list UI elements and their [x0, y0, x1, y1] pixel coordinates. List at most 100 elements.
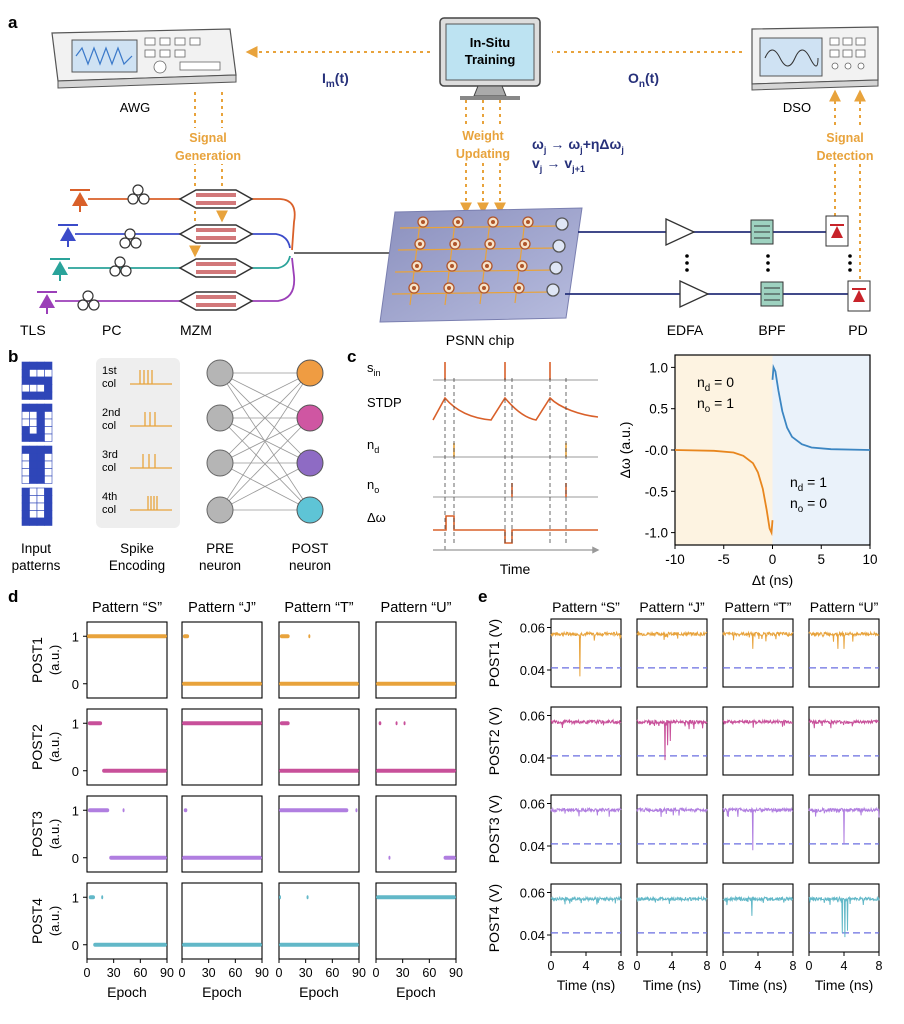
panel-e: e Pattern “S”Pattern “J”Pattern “T”Patte… [478, 587, 883, 993]
y-tick-label: 0.06 [520, 797, 545, 812]
timing-row-label-main: s [367, 360, 374, 375]
pattern-pixel [44, 361, 53, 370]
voltage-trace [550, 718, 622, 729]
subplot-frame [808, 883, 880, 953]
pc-label: PC [102, 322, 121, 338]
photodiode-icon [825, 215, 871, 312]
annotation-text: nd = 0 [697, 374, 734, 394]
subplot-frame [375, 882, 457, 960]
annotation-text-main: n [697, 395, 705, 411]
pattern-pixel [44, 403, 53, 412]
pattern-pixel [21, 475, 30, 484]
x-axis-label: Time (ns) [557, 977, 616, 993]
pattern-pixel [36, 475, 45, 484]
column-title: Pattern “T” [725, 599, 792, 615]
pattern-pixel [44, 495, 53, 504]
subplot-frame [636, 883, 708, 953]
voltage-trace [636, 895, 708, 904]
epoch-points [403, 721, 406, 726]
voltage-trace [722, 630, 794, 649]
spike-col-label: col [102, 378, 116, 390]
annotation-text-main: n [697, 374, 705, 390]
pattern-pixel [36, 502, 45, 511]
subplot-frame [808, 618, 880, 688]
pattern-pixel [29, 403, 38, 412]
pattern-pixel [21, 460, 30, 469]
pattern-pixel [21, 369, 30, 378]
x-axis-label: Epoch [396, 984, 436, 1000]
x-axis-label: Epoch [107, 984, 147, 1000]
synapse-connection [219, 417, 311, 464]
panel-b-caption: neuron [199, 558, 241, 573]
panel-d-letter: d [8, 587, 18, 606]
post-neuron-circle-icon [296, 359, 324, 387]
subplot-frame [550, 706, 622, 776]
x-tick-label: 4 [583, 959, 590, 973]
annotation-text: no = 0 [790, 495, 827, 515]
pattern-pixel [29, 369, 38, 378]
pattern-pixel [36, 495, 45, 504]
epoch-points [376, 768, 456, 773]
epoch-points [87, 808, 110, 813]
pattern-pixel [44, 445, 53, 454]
panel-b-caption: Input [21, 541, 51, 556]
signal-generation-label-2: Generation [175, 149, 241, 163]
pattern-pixel [29, 411, 38, 420]
microring-core [488, 242, 492, 246]
output-ring-icon [549, 261, 563, 275]
subplot-frame [808, 706, 880, 776]
output-ring-icon [555, 217, 569, 231]
synapse-connection [219, 372, 311, 464]
pattern-pixel [21, 418, 30, 427]
pre-neuron-circle-icon [206, 359, 234, 387]
x-axis-label: Time (ns) [643, 977, 702, 993]
epoch-points [395, 721, 398, 726]
epoch-points [355, 808, 358, 813]
x-tick-label: 5 [817, 552, 825, 567]
annotation-text-main: n [790, 474, 798, 490]
annotation-text: nd = 1 [790, 474, 827, 494]
pattern-pixel [29, 510, 38, 519]
output-ring-icon [546, 283, 560, 297]
timing-row-label-sub: d [374, 445, 379, 455]
epoch-points [376, 681, 456, 686]
microring-core [453, 242, 457, 246]
voltage-trace [550, 806, 622, 817]
epoch-scatter-grid: Pattern “S”Pattern “J”Pattern “T”Pattern… [29, 600, 463, 1000]
x-tick-label: 30 [396, 966, 410, 980]
stdp-trace [432, 396, 599, 421]
epoch-points [279, 768, 359, 773]
synapse-connection [219, 417, 311, 511]
epoch-points [101, 895, 104, 900]
subplot-frame [278, 882, 360, 960]
spike-col-label: 2nd [102, 407, 120, 419]
pattern-pixel [29, 495, 38, 504]
y-tick-label: 0.06 [520, 709, 545, 724]
subplot-frame [181, 621, 263, 699]
pattern-pixel [29, 433, 38, 442]
annotation-text-rest: = 1 [803, 474, 827, 490]
post-neuron-circle-icon [296, 496, 324, 524]
pattern-pixel [29, 418, 38, 427]
output-ring-icon [552, 239, 566, 253]
epoch-points [279, 895, 281, 900]
pattern-pixel [29, 391, 38, 400]
spike-encoding-box [96, 358, 180, 528]
panel-b-captions: InputpatternsSpikeEncodingPREneuronPOSTn… [12, 541, 331, 573]
epoch-points [87, 634, 167, 639]
pattern-pixel [36, 391, 45, 400]
subplot-frame [86, 708, 168, 786]
row-label: POST3 (V) [486, 795, 502, 863]
mzm-label: MZM [180, 322, 212, 338]
subplot-frame [278, 795, 360, 873]
subplot-frame [722, 618, 794, 688]
im-label: Im(t) [322, 70, 349, 90]
microring-core [415, 264, 419, 268]
subplot-frame [550, 883, 622, 953]
panel-b-caption: neuron [289, 558, 331, 573]
x-tick-label: 0 [634, 959, 641, 973]
row-label: POST1 (V) [486, 619, 502, 687]
